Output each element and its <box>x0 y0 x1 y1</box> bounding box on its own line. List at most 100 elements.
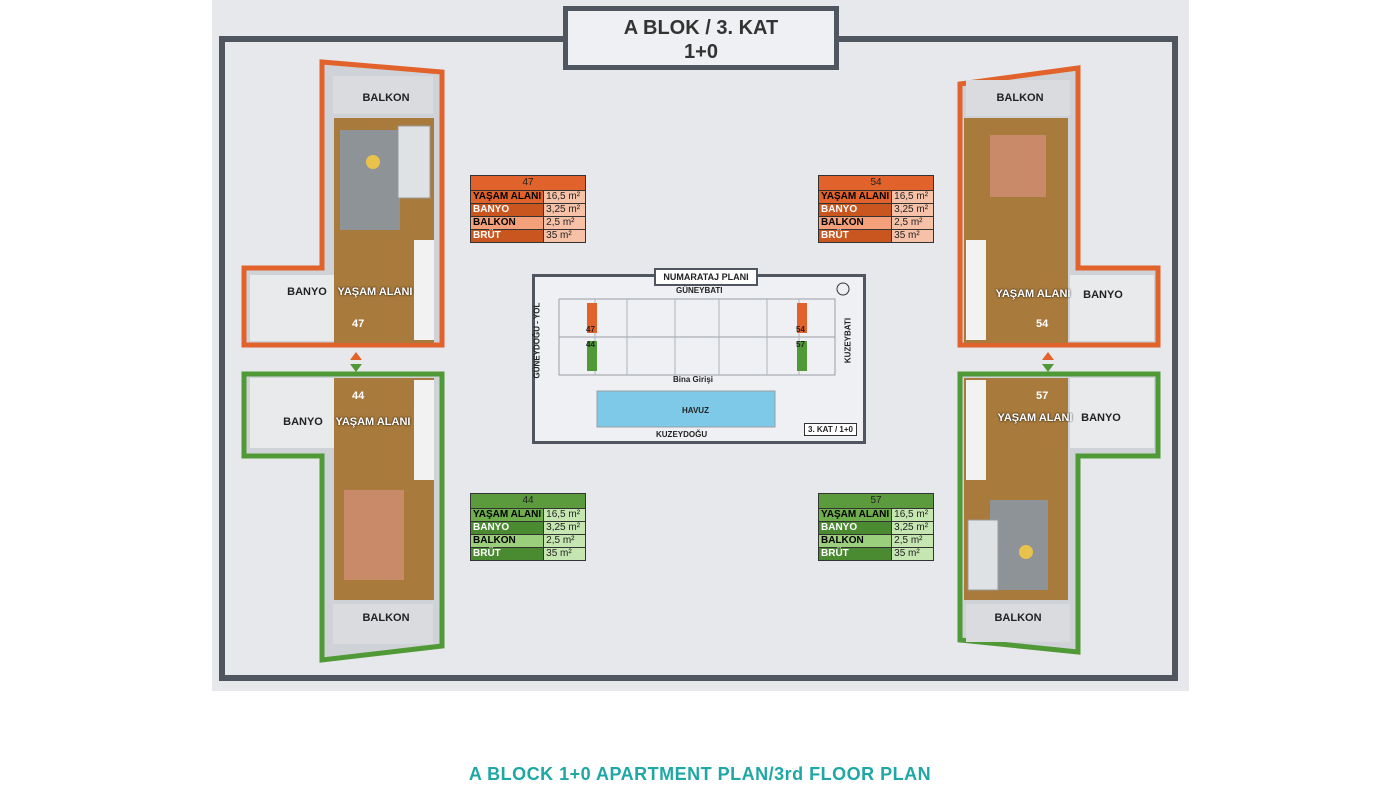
unit-57-plan <box>957 371 1161 655</box>
plan-subtitle: 1+0 <box>684 41 718 63</box>
banyo-label-57: BANYO <box>1081 412 1121 424</box>
map-pool-label: HAVUZ <box>682 406 709 415</box>
balkon-54-area <box>966 80 1070 116</box>
area-value: 3,25 m² <box>891 203 934 217</box>
area-key: BRÜT <box>469 229 545 243</box>
area-key: BRÜT <box>469 547 545 561</box>
unit-number-57: 57 <box>1036 390 1049 402</box>
yasam-label-44: YAŞAM ALANI <box>335 416 411 428</box>
arrow-up-right-icon <box>1042 352 1054 360</box>
sofa-57 <box>967 519 999 591</box>
area-key: BANYO <box>817 203 893 217</box>
arrow-down-left-icon <box>350 364 362 372</box>
area-key: BALKON <box>817 216 893 230</box>
yasam-label-57: YAŞAM ALANI <box>997 412 1073 424</box>
area-value: 2,5 m² <box>543 534 586 548</box>
balkon-label-44: BALKON <box>362 612 410 624</box>
area-key: BANYO <box>469 521 545 535</box>
banyo-44-area <box>250 378 334 448</box>
balkon-47-area <box>333 76 433 114</box>
sofa-47 <box>397 125 431 199</box>
map-label-right: KUZEYBATI <box>843 317 853 364</box>
kitchen-57 <box>966 380 986 480</box>
area-key: YAŞAM ALANI <box>469 508 545 522</box>
area-key: BALKON <box>817 534 893 548</box>
bed-54 <box>990 135 1046 197</box>
yasam-label-54: YAŞAM ALANI <box>995 288 1071 300</box>
area-value: 3,25 m² <box>891 521 934 535</box>
map-floor-tag: 3. KAT / 1+0 <box>804 423 857 436</box>
mini-unit-44 <box>587 341 597 371</box>
yasam-label-47: YAŞAM ALANI <box>337 286 413 298</box>
compass-icon <box>836 282 850 296</box>
area-key: YAŞAM ALANI <box>469 190 545 204</box>
area-key: BRÜT <box>817 229 893 243</box>
kitchen-44 <box>414 380 434 480</box>
unit-54-plan <box>957 65 1161 348</box>
balkon-57-area <box>966 604 1070 642</box>
plan-title: A BLOK / 3. KAT <box>623 17 779 39</box>
pool-shape <box>596 390 776 428</box>
area-value: 35 m² <box>891 229 934 243</box>
mini-unit-47 <box>587 303 597 333</box>
banyo-47-area <box>250 275 334 341</box>
area-table-header: 57 <box>818 493 934 509</box>
kitchen-54 <box>966 240 986 340</box>
map-unit-47-label: 47 <box>586 325 595 334</box>
table-57 <box>1019 545 1033 559</box>
area-key: YAŞAM ALANI <box>817 508 893 522</box>
bed-44 <box>344 490 404 580</box>
mini-unit-57 <box>797 341 807 371</box>
balkon-label-57: BALKON <box>994 612 1042 624</box>
area-key: BALKON <box>469 216 545 230</box>
mini-unit-54 <box>797 303 807 333</box>
rug-47 <box>340 130 400 230</box>
plan-title-box: A BLOK / 3. KAT 1+0 <box>563 6 839 70</box>
area-value: 16,5 m² <box>891 508 934 522</box>
unit-number-44: 44 <box>352 390 365 402</box>
area-value: 16,5 m² <box>543 508 586 522</box>
area-table-header: 47 <box>470 175 586 191</box>
balkon-label-54: BALKON <box>996 92 1044 104</box>
map-unit-57-label: 57 <box>796 340 805 349</box>
balkon-label-47: BALKON <box>362 92 410 104</box>
map-label-top: GÜNEYBATI <box>676 286 723 295</box>
banyo-label-44: BANYO <box>283 416 323 428</box>
area-table-header: 44 <box>470 493 586 509</box>
map-unit-44-label: 44 <box>586 340 595 349</box>
area-key: BANYO <box>469 203 545 217</box>
balkon-44-area <box>333 604 433 644</box>
arrow-down-right-icon <box>1042 364 1054 372</box>
map-label-bottom: KUZEYDOĞU <box>656 430 708 439</box>
area-value: 16,5 m² <box>543 190 586 204</box>
area-value: 35 m² <box>543 547 586 561</box>
banyo-57-area <box>1070 378 1154 448</box>
area-table-header: 54 <box>818 175 934 191</box>
area-value: 35 m² <box>543 229 586 243</box>
area-value: 16,5 m² <box>891 190 934 204</box>
area-value: 2,5 m² <box>891 216 934 230</box>
banyo-label-47: BANYO <box>287 286 327 298</box>
map-label-left: GÜNEYDOĞU - YOL <box>532 302 542 379</box>
banyo-label-54: BANYO <box>1083 289 1123 301</box>
unit-44-plan <box>241 371 445 663</box>
area-key: BANYO <box>817 521 893 535</box>
numbering-plan-title: NUMARATAJ PLANI <box>654 268 758 286</box>
area-value: 35 m² <box>891 547 934 561</box>
footer-caption: A BLOCK 1+0 APARTMENT PLAN/3rd FLOOR PLA… <box>468 764 932 784</box>
area-value: 3,25 m² <box>543 521 586 535</box>
area-value: 2,5 m² <box>543 216 586 230</box>
table-47 <box>366 155 380 169</box>
unit-number-47: 47 <box>352 318 365 330</box>
unit-number-54: 54 <box>1036 318 1049 330</box>
unit-47-plan <box>241 59 445 348</box>
map-unit-54-label: 54 <box>796 325 805 334</box>
area-key: BALKON <box>469 534 545 548</box>
mini-building-outline <box>558 282 850 428</box>
area-key: YAŞAM ALANI <box>817 190 893 204</box>
